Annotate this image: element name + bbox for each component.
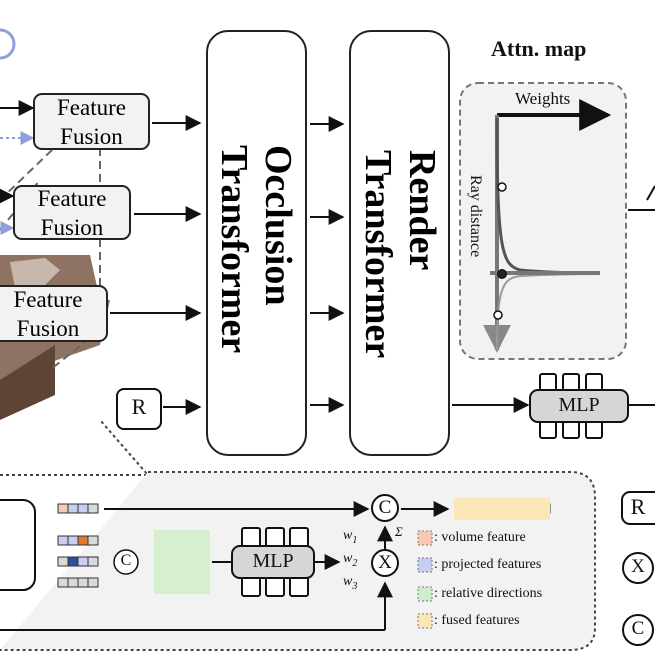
blue-arc <box>0 28 16 60</box>
weights-axis-label: Weights <box>515 89 571 108</box>
multiply-op: X <box>378 552 392 573</box>
r-symbol-legend: R <box>630 494 646 519</box>
occlusion-transformer-box <box>206 30 307 456</box>
weight-w1: w1 <box>343 528 358 546</box>
token-cell <box>87 503 99 514</box>
feature-fusion-label: Feature <box>37 185 107 211</box>
feature-fusion-label: Fusion <box>60 123 123 149</box>
detail-mlp-label: MLP <box>252 550 294 572</box>
multiply-op-legend: X <box>631 556 645 577</box>
token-cell <box>87 556 99 567</box>
feature-fusion-box-3: Feature Fusion <box>0 285 108 342</box>
token-cell <box>67 577 79 588</box>
weight-w3: w3 <box>343 574 358 592</box>
ray-distance-axis-label: Ray distance <box>467 175 484 258</box>
legend-fused-features: : fused features <box>434 613 520 628</box>
feature-fusion-box-1: Feature Fusion <box>33 93 150 150</box>
feature-fusion-label: Fusion <box>16 315 80 341</box>
attn-map-title: Attn. map <box>491 36 587 61</box>
mlp-label: MLP <box>558 394 600 416</box>
feature-fusion-label: Feature <box>57 94 126 120</box>
render-transformer-box <box>349 30 450 456</box>
token-cell <box>77 577 89 588</box>
token-cell <box>57 503 69 514</box>
legend-swatch <box>417 557 433 573</box>
r-symbol: R <box>131 394 147 419</box>
token-cell <box>77 535 89 546</box>
main-mlp-block <box>529 373 629 439</box>
legend-swatch <box>417 586 433 602</box>
token-cell <box>57 577 69 588</box>
token-cell <box>67 503 79 514</box>
legend-projected-features: : projected features <box>434 557 542 572</box>
legend-swatch <box>417 613 433 629</box>
token-cell <box>67 556 79 567</box>
concat-op: C <box>378 497 392 518</box>
legend-swatch <box>417 530 433 546</box>
concat-op-small: C <box>120 552 132 569</box>
token-cell <box>57 556 69 567</box>
token-cell <box>77 503 89 514</box>
token-cell <box>67 535 79 546</box>
weight-w2: w2 <box>343 551 358 569</box>
token-cell <box>57 535 69 546</box>
token-cell <box>77 556 89 567</box>
feature-fusion-label: Fusion <box>40 214 104 240</box>
token-cell <box>87 535 99 546</box>
legend-volume-feature: : volume feature <box>434 530 526 545</box>
token-cell <box>87 577 99 588</box>
feature-fusion-label: Feature <box>13 286 83 312</box>
detail-mlp-block <box>231 527 315 597</box>
sigma-symbol: Σ <box>395 524 403 539</box>
attn-map-panel <box>459 82 627 360</box>
legend-relative-directions: : relative directions <box>434 586 543 601</box>
concat-op-legend: C <box>631 618 645 639</box>
feature-fusion-box-2: Feature Fusion <box>13 185 131 240</box>
